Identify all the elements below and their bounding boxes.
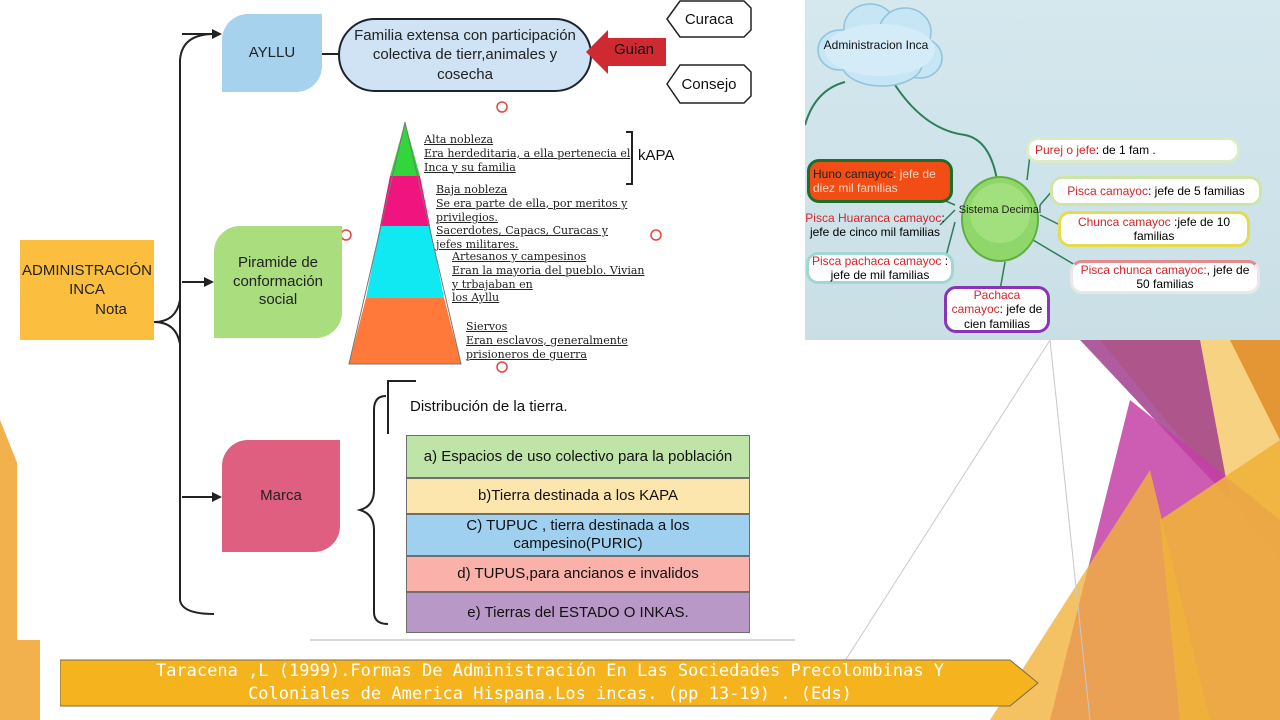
pyr-siervos-text: Siervos Eran esclavos, generalmente pris…	[466, 320, 666, 361]
connector-lines	[153, 29, 795, 641]
pisca-huaranca-val: : jefe de cinco mil familias	[809, 210, 945, 239]
familia-ellipse: Familia extensa con participación colect…	[338, 18, 592, 92]
familia-label: Familia extensa con participación colect…	[354, 26, 576, 83]
pisca-chunca-key: Pisca chunca camayoc:	[1080, 262, 1207, 277]
bubble-huno: Huno camayoc: jefe de diez mil familias	[807, 159, 953, 203]
pyramid-level-baja	[380, 176, 430, 226]
pyr-art-desc2: los Ayllu	[452, 291, 500, 305]
guian-label: Guian	[613, 41, 655, 58]
center-label: Sistema Decimal	[958, 204, 1042, 216]
pyr-siervos-desc: Eran esclavos, generalmente prisioneros …	[466, 333, 628, 361]
guian-arrow: Guian	[586, 30, 666, 74]
marca-label: Marca	[260, 486, 302, 504]
ayllu-label: AYLLU	[248, 43, 296, 61]
bubble-purej: Purej o jefe: de 1 fam .	[1026, 137, 1240, 163]
dist-row-b: b)Tierra destinada a los KAPA	[406, 478, 750, 514]
chunca-key: Chunca camayoc	[1077, 214, 1171, 229]
pisca-pachaca-key: Pisca pachaca camayoc	[811, 253, 942, 268]
pisca-camayoc-key: Pisca camayoc	[1067, 183, 1148, 198]
pyr-siervos-title: Siervos	[466, 320, 508, 333]
bubble-pisca-chunca: Pisca chunca camayoc:, jefe de 50 famili…	[1070, 260, 1260, 294]
purej-val: : de 1 fam .	[1095, 142, 1156, 157]
admin-title-line1: ADMINISTRACIÓN	[21, 261, 152, 279]
consejo-tag: Consejo	[666, 64, 752, 104]
pyr-baja-title: Baja nobleza	[436, 183, 508, 196]
dist-row-e: e) Tierras del ESTADO O INKAS.	[406, 592, 750, 633]
pyr-art-text: Artesanos y campesinos Eran la mayoria d…	[452, 250, 652, 305]
pyramid-level-siervos	[349, 298, 461, 364]
pyr-alta-text: Alta nobleza Era herdeditaria, a ella pe…	[424, 133, 634, 174]
bubble-chunca: Chunca camayoc :jefe de 10 familias	[1058, 211, 1250, 247]
bubble-pisca-huaranca: Pisca Huaranca camayoc: jefe de cinco mi…	[805, 208, 945, 242]
curaca-tag: Curaca	[666, 0, 752, 38]
piramide-label: Piramide de conformación social	[232, 253, 324, 309]
huno-key: Huno camayoc	[813, 166, 894, 181]
citation-banner: Taracena ,L (1999).Formas De Administrac…	[59, 658, 1040, 708]
bubble-pisca-camayoc: Pisca camayoc: jefe de 5 familias	[1050, 176, 1262, 206]
pisca-huaranca-key: Pisca Huaranca camayoc	[805, 210, 942, 225]
citation-line1: Taracena ,L (1999).Formas De Administrac…	[155, 661, 945, 682]
pyr-alta-title: Alta nobleza	[424, 133, 494, 146]
pyr-baja-desc2: Sacerdotes, Capacs, Curacas y jefes mili…	[436, 224, 609, 251]
pyr-baja-desc1: Se era parte de ella, por meritos y priv…	[436, 196, 628, 224]
cloud-icon	[817, 3, 943, 87]
citation-line2: Coloniales de America Hispana.Los incas.…	[248, 684, 852, 704]
pisca-chunca-val: , jefe de 50 familias	[1136, 262, 1250, 291]
dist-row-c: C) TUPUC , tierra destinada a los campes…	[406, 514, 750, 556]
social-pyramid	[348, 122, 462, 365]
pyr-art-desc1: Eran la mayoria del pueblo. Vivian y trb…	[452, 263, 645, 291]
distribucion-title: Distribución de la tierra.	[410, 398, 568, 415]
pyr-art-title: Artesanos y campesinos	[452, 250, 587, 263]
pachaca-val: : jefe de cien familias	[963, 302, 1043, 331]
purej-key: Purej o jefe	[1035, 142, 1096, 157]
kapa-label: kAPA	[638, 147, 675, 164]
pyr-baja-text: Baja nobleza Se era parte de ella, por m…	[436, 183, 636, 252]
center-node	[961, 176, 1039, 262]
admin-note: Nota	[95, 300, 127, 318]
admin-title-line2: INCA	[69, 281, 105, 299]
curaca-label: Curaca	[684, 10, 734, 28]
pyramid-level-artesanos	[366, 226, 444, 298]
cloud-label: Administracion Inca	[823, 38, 929, 52]
bubble-pachaca: Pachaca camayoc: jefe de cien familias	[944, 286, 1050, 333]
left-arrow-icon	[586, 30, 666, 74]
pisca-camayoc-val: : jefe de 5 familias	[1147, 183, 1245, 198]
dist-row-d: d) TUPUS,para ancianos e invalidos	[406, 556, 750, 592]
pisca-pachaca-val: : jefe de mil familias	[830, 253, 949, 282]
consejo-label: Consejo	[681, 75, 737, 93]
admin-inca-box: ADMINISTRACIÓN INCA Nota	[20, 240, 154, 340]
pyramid-level-alta	[390, 122, 420, 176]
bubble-pisca-pachaca: Pisca pachaca camayoc : jefe de mil fami…	[806, 252, 954, 284]
huno-val: : jefe de diez mil familias	[813, 166, 936, 195]
chunca-val: :jefe de 10 familias	[1133, 214, 1231, 243]
ayllu-box: AYLLU	[222, 14, 322, 92]
pachaca-key: Pachaca camayoc	[951, 287, 1021, 317]
piramide-box: Piramide de conformación social	[214, 226, 342, 338]
marca-box: Marca	[222, 440, 340, 552]
dist-row-a: a) Espacios de uso colectivo para la pob…	[406, 435, 750, 478]
pyr-alta-desc: Era herdeditaria, a ella pertenecia el I…	[424, 146, 631, 174]
